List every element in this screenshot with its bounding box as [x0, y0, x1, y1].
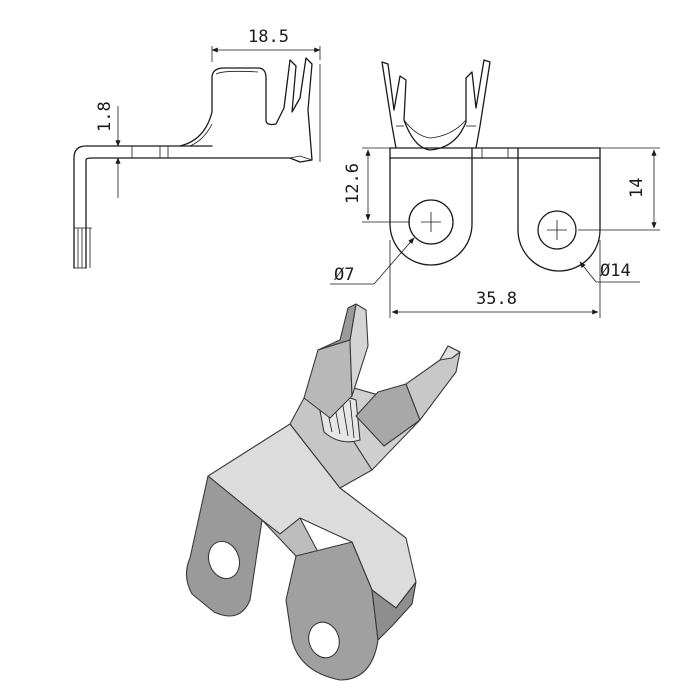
hole-large [537, 210, 577, 250]
front-view: 12.6 14 Ø7 Ø14 35.8 [330, 59, 660, 318]
dim-ring-offset: 12.6 [343, 163, 363, 204]
dim-overall-width: 35.8 [476, 289, 517, 309]
dim-top-width: 18.5 [248, 27, 289, 47]
dim-hole-large: Ø14 [600, 261, 631, 281]
dim-thickness: 1.8 [95, 101, 115, 132]
iso-hole-left [207, 540, 241, 580]
dim-ring-height: 14 [627, 178, 647, 198]
iso-hole-right [308, 621, 340, 659]
side-view: 18.5 1.8 [73, 27, 321, 269]
dim-hole-small: Ø7 [334, 265, 354, 285]
isometric-view [185, 303, 461, 681]
